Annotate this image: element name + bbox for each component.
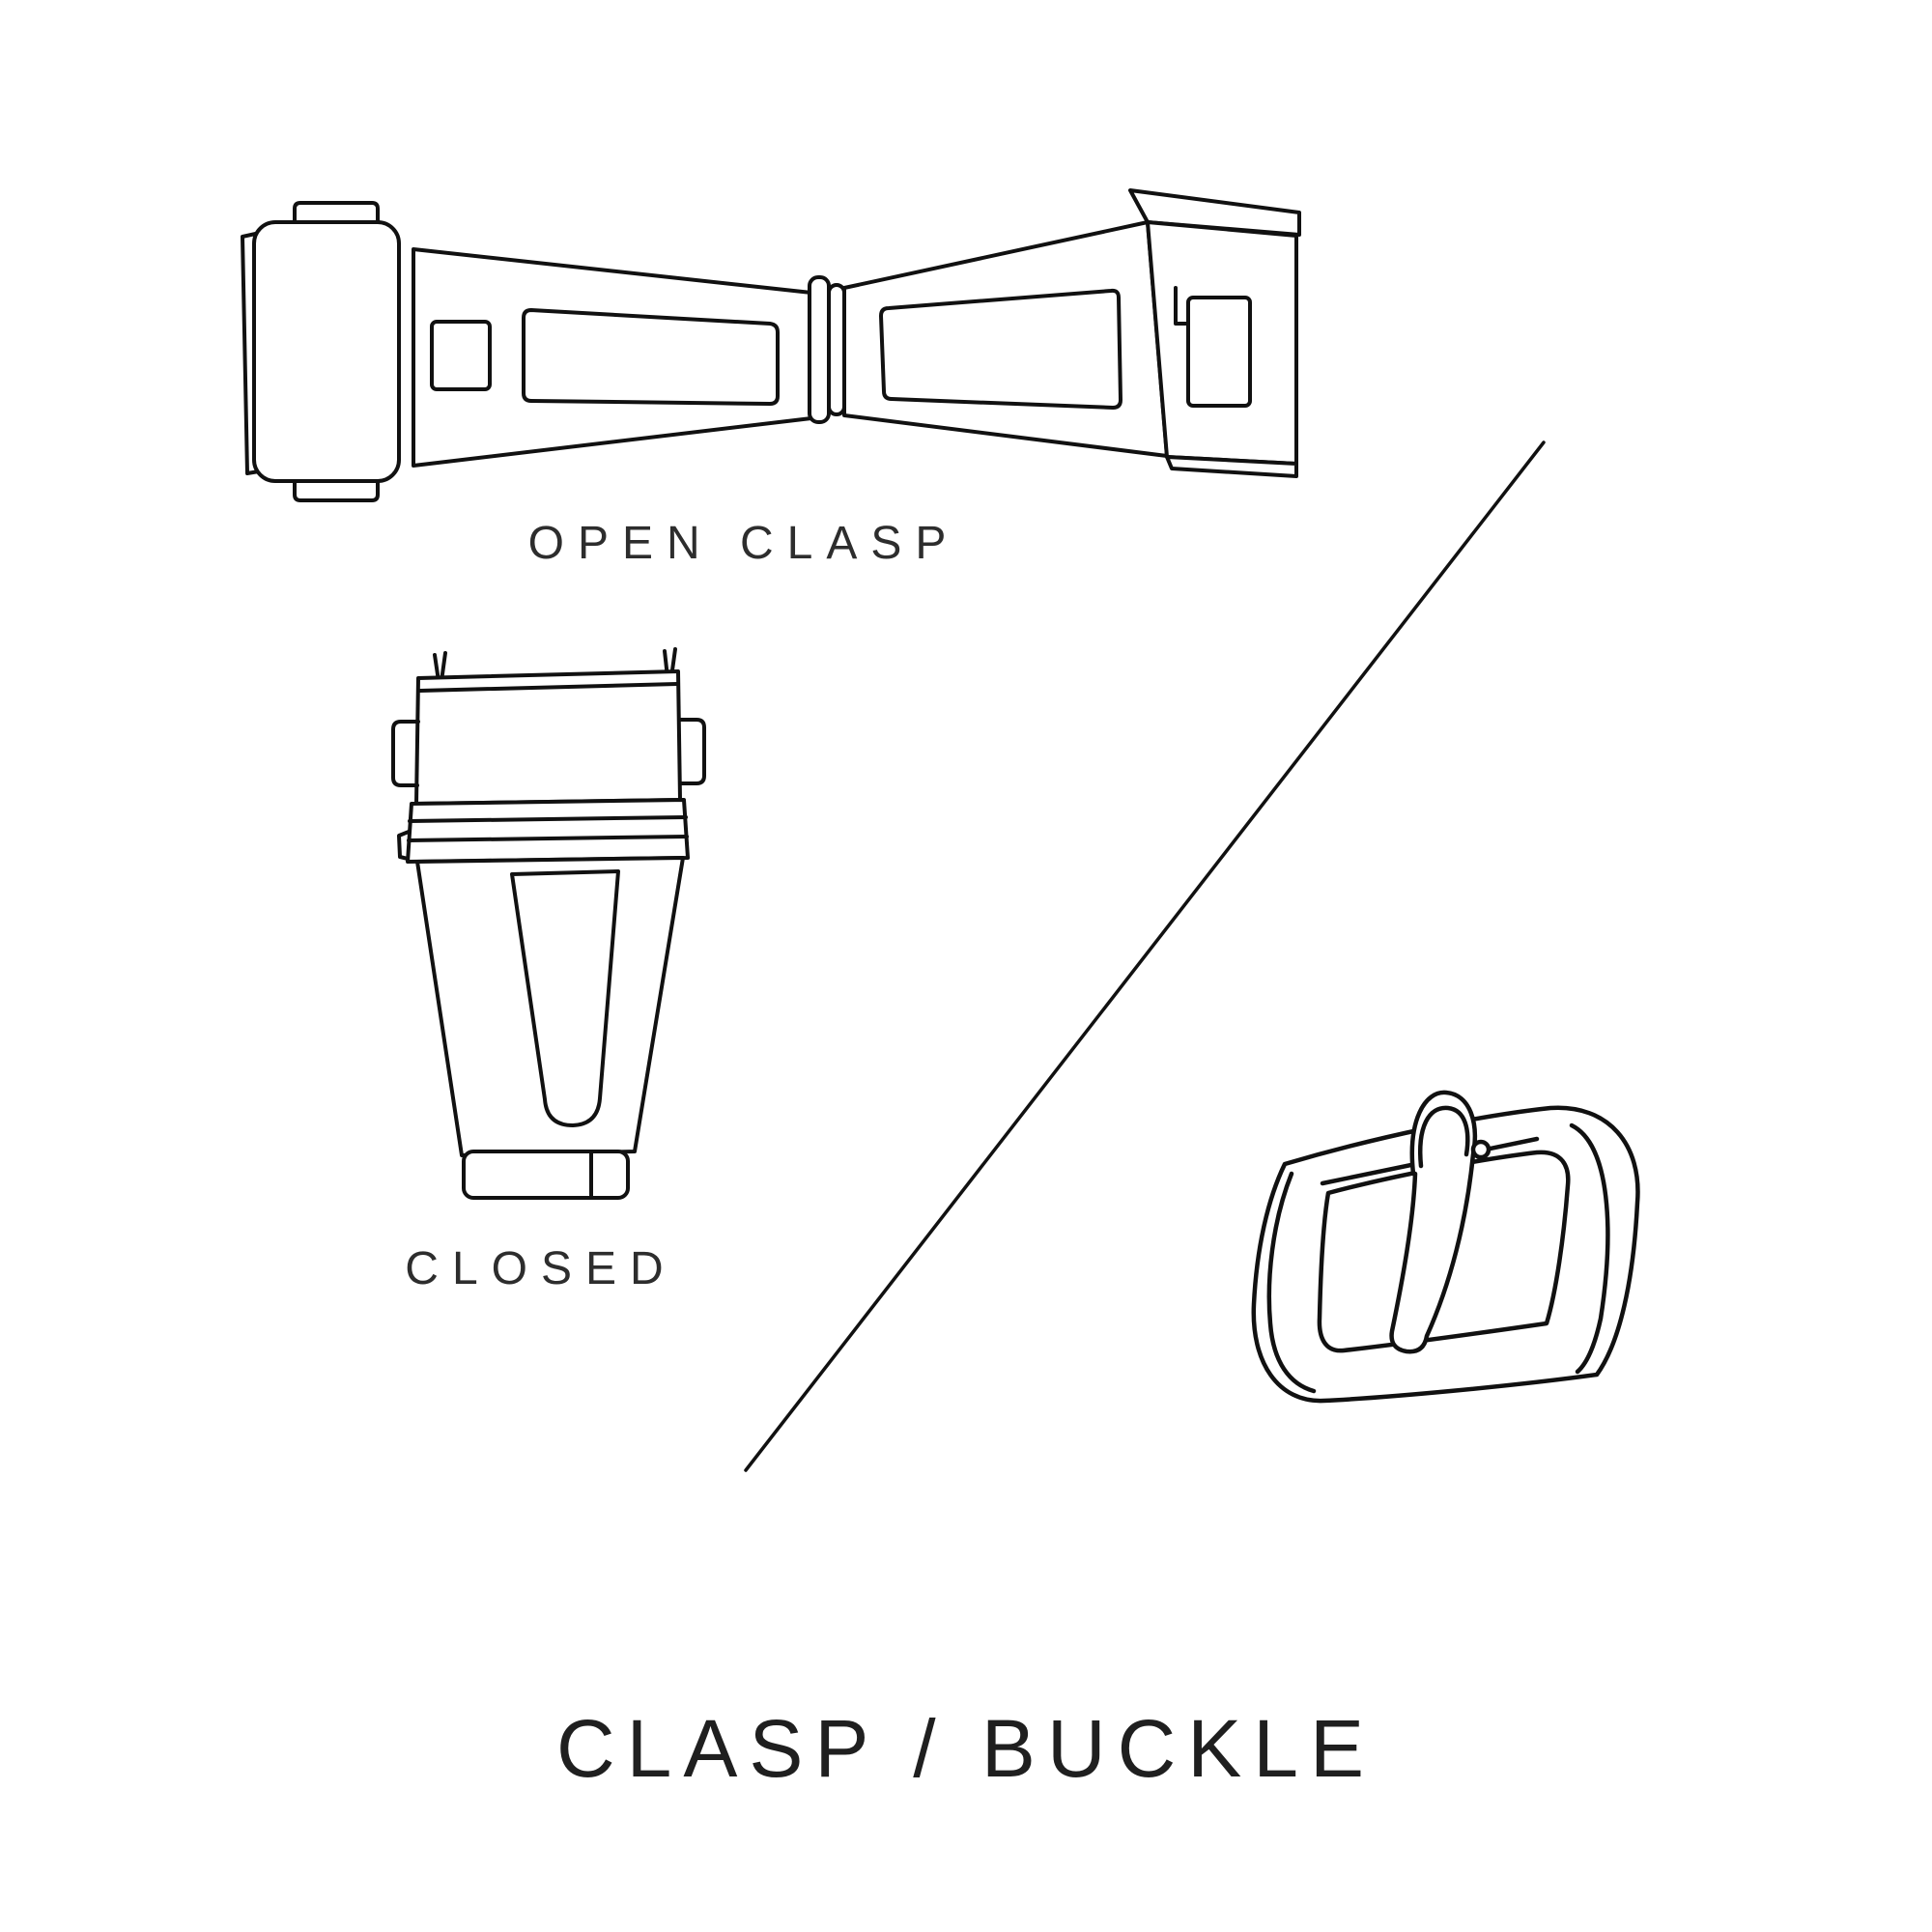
closed-clasp-bump-right xyxy=(677,718,706,785)
clasp-end-block-left xyxy=(252,220,401,483)
clasp-window-left xyxy=(522,308,780,406)
closed-clasp-body xyxy=(415,856,685,1157)
clasp-tab-top xyxy=(293,201,380,224)
page-title: CLASP / BUCKLE xyxy=(555,1703,1377,1794)
clasp-catch-left xyxy=(430,320,492,391)
clasp-end-strip-bottom-right xyxy=(1165,455,1298,478)
buckle-tongue-loop-line xyxy=(1418,1105,1470,1169)
closed-clasp-foot xyxy=(462,1150,630,1200)
closed-clasp-keeper-lines xyxy=(407,815,689,842)
closed-clasp-bump-left xyxy=(391,720,420,787)
open-clasp-illustration xyxy=(241,188,1301,502)
tang-buckle-illustration xyxy=(1251,1090,1640,1404)
clasp-hook-mark-right xyxy=(1174,286,1193,326)
clasp-tab-bottom xyxy=(293,479,380,502)
clasp-catch-right xyxy=(1186,296,1252,408)
open-clasp-label: OPEN CLASP xyxy=(527,518,960,569)
clasp-window-right xyxy=(879,288,1122,410)
closed-label: CLOSED xyxy=(405,1243,677,1294)
buckle-contour-right xyxy=(1569,1122,1610,1375)
closed-clasp-illustration xyxy=(391,647,706,1200)
closed-clasp-top-line xyxy=(418,682,679,693)
closed-clasp-slot xyxy=(510,869,620,1127)
buckle-tongue xyxy=(1389,1090,1478,1354)
buckle-pin-ring xyxy=(1470,1139,1492,1160)
clasp-hinge-bar-inner xyxy=(827,283,846,416)
closed-clasp-keeper-band xyxy=(406,798,690,864)
closed-clasp-keeper-notch xyxy=(397,830,411,861)
buckle-contour-left xyxy=(1266,1171,1317,1394)
